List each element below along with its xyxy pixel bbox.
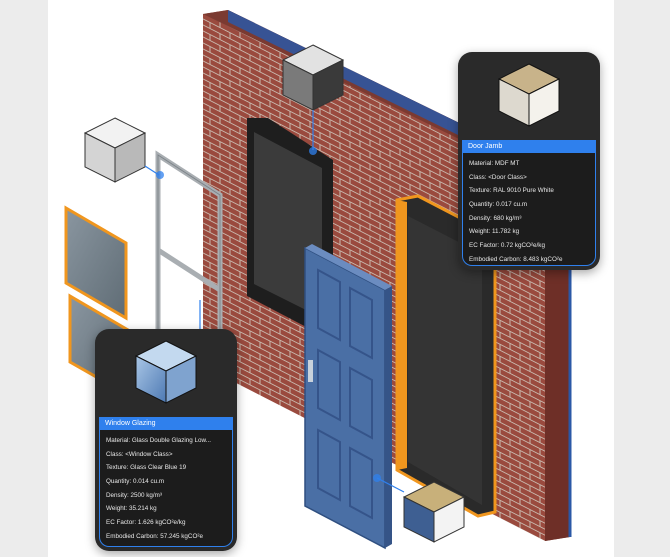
property-row-texture: Texture: Glass Clear Blue 19 [106, 464, 187, 472]
callout-anchor-dots [156, 147, 381, 482]
door-jamb-selected[interactable] [395, 194, 497, 518]
property-row-weight: Weight: 35.214 kg [106, 505, 157, 513]
property-row-ec-factor: EC Factor: 0.72 kgCO²e/kg [469, 242, 545, 250]
card-title: Door Jamb [462, 140, 596, 153]
material-cube-icon [134, 339, 198, 404]
property-row-material: Material: MDF MT [469, 160, 520, 167]
property-row-quantity: Quantity: 0.017 cu.m [469, 201, 528, 209]
property-row-ec-factor: EC Factor: 1.626 kgCO²e/kg [106, 519, 186, 527]
material-cube-door-paint[interactable] [402, 481, 466, 543]
property-list: Material: MDF MT Class: <Door Class> Tex… [462, 153, 596, 266]
property-row-embodied-carbon: Embodied Carbon: 57.245 kgCO²e [106, 532, 203, 540]
door-panel[interactable] [304, 244, 392, 550]
property-row-class: Class: <Window Class> [106, 450, 173, 458]
property-row-embodied-carbon: Embodied Carbon: 8.483 kgCO²e [469, 255, 563, 263]
property-row-class: Class: <Door Class> [469, 173, 527, 181]
property-row-texture: Texture: RAL 9010 Pure White [469, 187, 554, 195]
door-jamb-material-thumbnail [458, 52, 600, 137]
property-row-density: Density: 2500 kg/m³ [106, 491, 162, 499]
property-row-material: Material: Glass Double Glazing Low... [106, 437, 212, 444]
window-glazing-material-thumbnail [95, 329, 237, 414]
material-cube-icon [497, 62, 561, 127]
property-row-density: Density: 680 kg/m³ [469, 214, 522, 222]
window-glazing-properties-card: Window Glazing Material: Glass Double Gl… [95, 329, 237, 551]
property-row-weight: Weight: 11.782 kg [469, 228, 520, 236]
property-row-quantity: Quantity: 0.014 cu.m [106, 478, 165, 486]
door-jamb-properties-card: Door Jamb Material: MDF MT Class: <Door … [458, 52, 600, 270]
card-title: Window Glazing [99, 417, 233, 430]
material-cube-dark-metal[interactable] [281, 44, 345, 111]
material-cube-white-marble[interactable] [83, 117, 147, 183]
property-list: Material: Glass Double Glazing Low... Cl… [99, 430, 233, 547]
